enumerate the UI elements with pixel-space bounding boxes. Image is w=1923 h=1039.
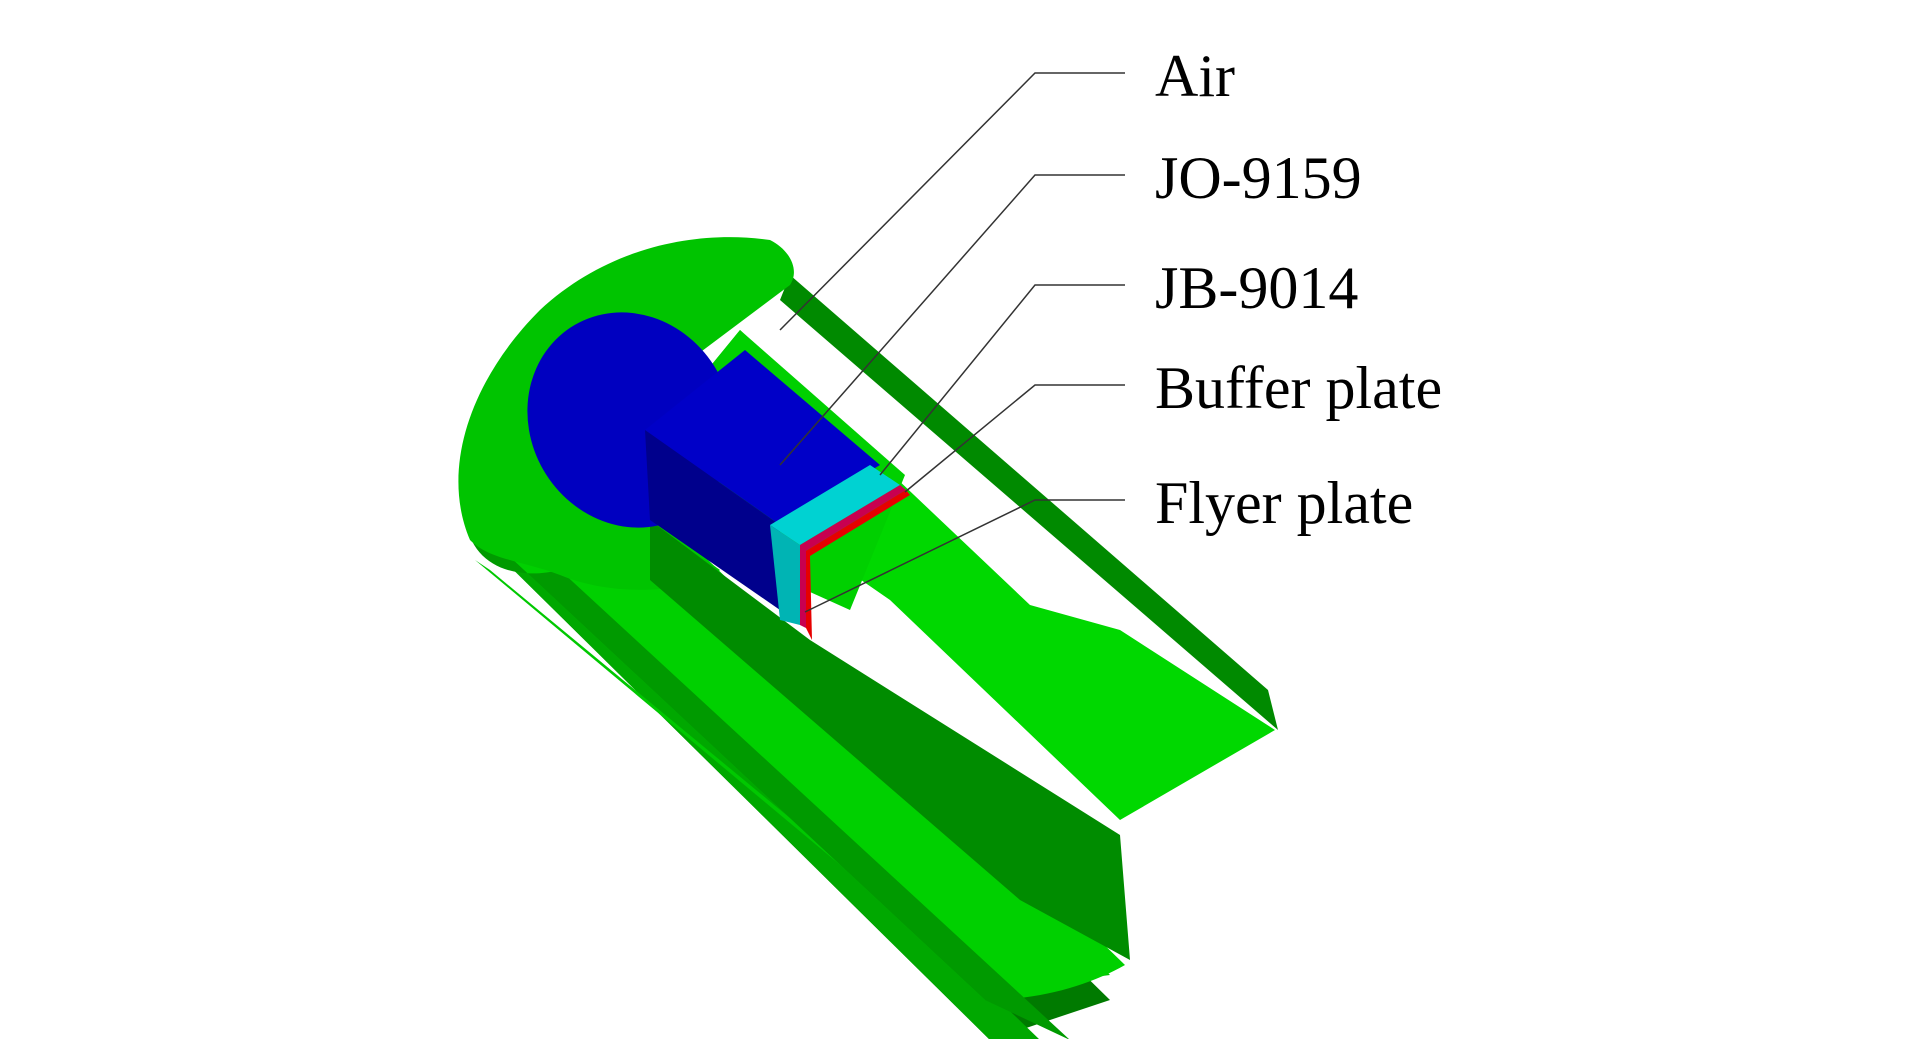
leader-lines <box>779 72 1125 613</box>
leader-line-buffer-plate <box>904 384 1125 493</box>
label-air: Air <box>1155 43 1235 109</box>
label-flyer-plate: Flyer plate <box>1155 470 1414 536</box>
buffer-plate <box>800 485 906 628</box>
label-buffer-plate: Buffer plate <box>1155 355 1443 421</box>
leader-line-jo-9159 <box>779 174 1125 466</box>
flyer-plate <box>806 490 910 640</box>
jb-9014-booster <box>770 465 900 625</box>
leader-line-jb-9014 <box>879 284 1125 476</box>
air-cut-face <box>650 520 1130 960</box>
label-jo-9159: JO-9159 <box>1155 145 1362 211</box>
jo-9159-charge <box>527 312 880 610</box>
leader-line-air <box>779 72 1125 331</box>
leader-line-flyer-plate <box>804 499 1125 613</box>
label-jb-9014: JB-9014 <box>1155 255 1359 321</box>
